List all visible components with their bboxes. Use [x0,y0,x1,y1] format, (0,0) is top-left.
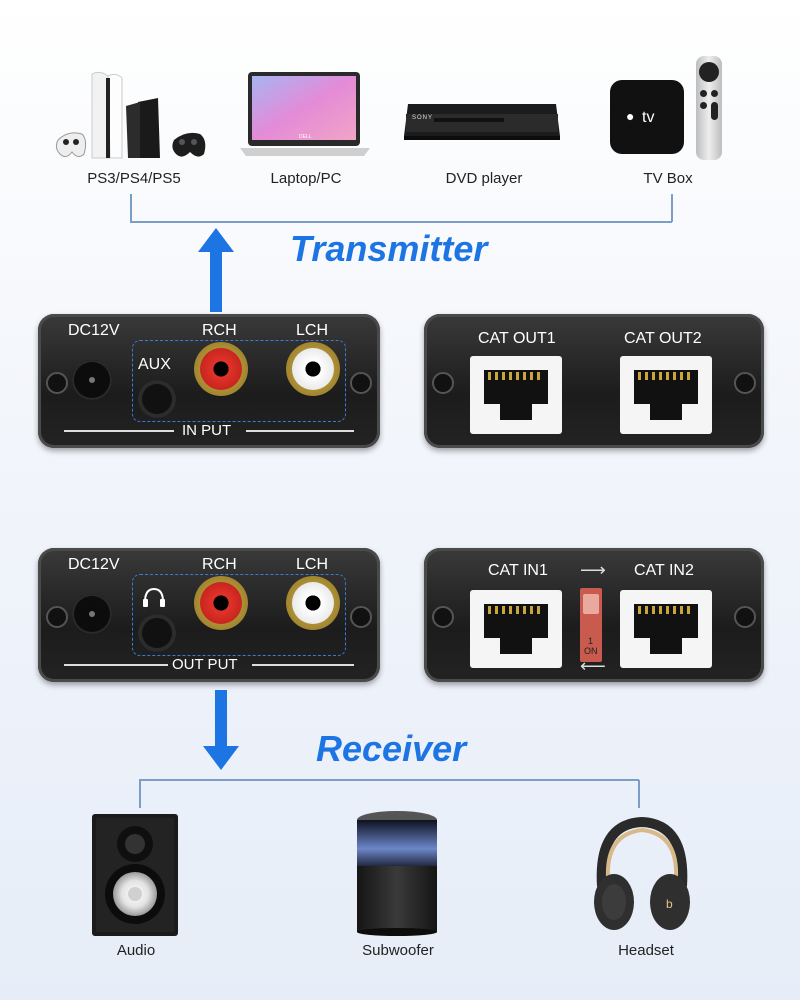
up-arrow-icon [198,228,234,312]
remote-icon [696,56,722,160]
mount-hole-right [350,372,372,394]
right-arrow-icon: ⟶ [580,560,606,581]
aux-label: AUX [138,356,171,374]
output-label-subwoofer: Subwoofer [328,942,468,959]
output-group-label: OUT PUT [172,656,238,673]
transmitter-title: Transmitter [290,228,487,270]
receiver-output-panel: DC12V RCH LCH OUT PUT [38,548,380,682]
rch-rca-jack[interactable] [194,576,248,630]
lch-label: LCH [296,322,328,340]
dc-label: DC12V [68,322,120,340]
source-label-consoles: PS3/PS4/PS5 [64,170,204,187]
input-group-label: IN PUT [182,422,231,439]
laptop-icon: DELL [240,70,370,160]
rch-label: RCH [202,556,237,574]
headphone-jack-icon [142,586,166,608]
mount-hole-left [432,372,454,394]
cat-in2-port[interactable] [620,590,712,668]
dip-number: 1 [588,636,593,646]
source-bracket [130,194,132,222]
cat-in1-label: CAT IN1 [488,562,548,580]
mount-hole-left [432,606,454,628]
tvbox-brand: tv [642,109,654,127]
rch-label: RCH [202,322,237,340]
left-arrow-icon: ⟵ [580,656,606,677]
input-rule-right [246,430,354,432]
input-rule-left [64,430,174,432]
source-bracket-bottom [130,221,672,223]
output-label-headset: Headset [576,942,716,959]
aux-jack[interactable] [138,380,176,418]
game-console-icon [48,68,218,168]
headphones-icon: b [592,816,692,936]
source-label-tvbox: TV Box [598,170,738,187]
output-bracket-right [638,780,640,808]
subwoofer-icon [356,810,438,936]
laptop-brand: DELL [299,134,312,140]
svg-text:b: b [666,897,673,911]
lch-rca-jack[interactable] [286,576,340,630]
speaker-icon [92,814,178,936]
cat-out1-port[interactable] [470,356,562,434]
mount-hole-right [350,606,372,628]
transmitter-input-panel: DC12V AUX RCH LCH IN PUT [38,314,380,448]
transmitter-cat-panel: CAT OUT1 CAT OUT2 [424,314,764,448]
output-rule-left [64,664,168,666]
output-bracket-top [139,779,639,781]
cat-out1-label: CAT OUT1 [478,330,556,348]
source-bracket-right [671,194,673,222]
output-rule-right [252,664,354,666]
mount-hole-right [734,372,756,394]
lch-rca-jack[interactable] [286,342,340,396]
dc-power-jack[interactable] [72,594,112,634]
cat-out2-label: CAT OUT2 [624,330,702,348]
cat-in1-port[interactable] [470,590,562,668]
tvbox-apple-icon: ● [626,108,634,124]
cat-in2-label: CAT IN2 [634,562,694,580]
receiver-cat-panel: CAT IN1 ⟶ 1 ON ⟵ CAT IN2 [424,548,764,682]
receiver-title: Receiver [316,728,466,770]
lch-label: LCH [296,556,328,574]
dc-label: DC12V [68,556,120,574]
headphone-jack[interactable] [138,614,176,652]
tv-box-icon: ● tv [608,54,738,164]
output-label-audio: Audio [66,942,206,959]
dvd-brand: SONY [412,115,433,121]
mount-hole-left [46,606,68,628]
dc-power-jack[interactable] [72,360,112,400]
output-bracket-left [139,780,141,808]
source-label-dvd: DVD player [414,170,554,187]
dip-on-label: ON [584,646,598,656]
source-label-laptop: Laptop/PC [236,170,376,187]
mount-hole-left [46,372,68,394]
dvd-player-icon: SONY [404,96,560,144]
cat-out2-port[interactable] [620,356,712,434]
mount-hole-right [734,606,756,628]
down-arrow-icon [203,690,239,770]
rch-rca-jack[interactable] [194,342,248,396]
